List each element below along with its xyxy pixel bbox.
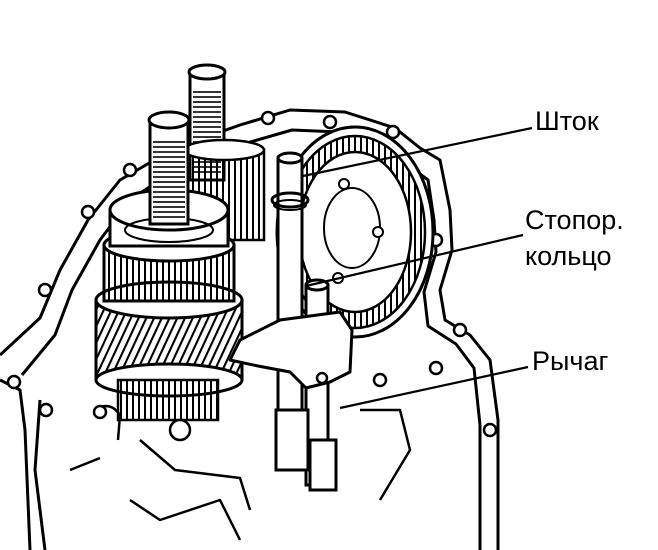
label-rod: Шток <box>535 106 599 136</box>
leader-lines <box>302 126 533 410</box>
label-lever: Рычаг <box>532 346 609 376</box>
shift-lever <box>228 310 354 492</box>
shift-rod <box>276 151 330 487</box>
lower-mechanism <box>69 404 412 541</box>
large-ring-gear <box>275 125 435 339</box>
leader-lever <box>339 365 529 410</box>
label-snap-ring-line2: кольцо <box>525 241 612 271</box>
helical-gear-cluster <box>94 188 244 422</box>
front-input-shaft <box>147 110 191 226</box>
snap-ring <box>270 191 310 211</box>
leader-ring <box>305 233 524 288</box>
label-snap-ring-line1: Стопор. <box>525 205 624 235</box>
leader-rod <box>302 126 533 178</box>
